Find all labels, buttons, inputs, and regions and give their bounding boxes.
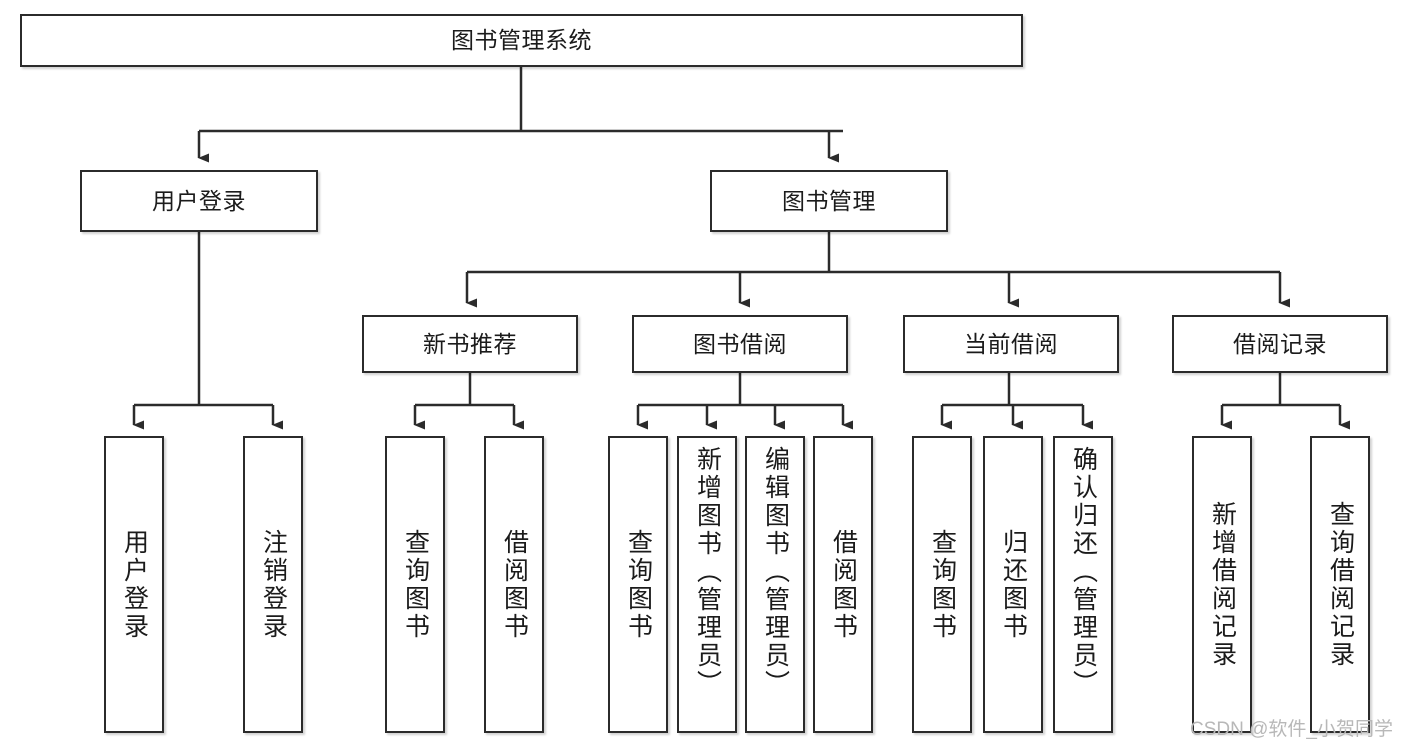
node-leaf-query-book-3-label: 查询图书 xyxy=(928,528,957,641)
node-leaf-query-book-2-label: 查询图书 xyxy=(624,528,653,641)
node-leaf-add-book-label: 新增图书（管理员） xyxy=(693,446,722,698)
node-leaf-add-record[interactable]: 新增借阅记录 xyxy=(1192,436,1252,733)
node-leaf-confirm-return[interactable]: 确认归还（管理员） xyxy=(1053,436,1113,733)
node-leaf-logout[interactable]: 注销登录 xyxy=(243,436,303,733)
node-borrow-record[interactable]: 借阅记录 xyxy=(1172,315,1388,373)
node-leaf-user-login[interactable]: 用户登录 xyxy=(104,436,164,733)
node-leaf-user-login-label: 用户登录 xyxy=(120,528,149,641)
node-leaf-query-book-2[interactable]: 查询图书 xyxy=(608,436,668,733)
node-leaf-edit-book[interactable]: 编辑图书（管理员） xyxy=(745,436,805,733)
node-leaf-borrow-book-1[interactable]: 借阅图书 xyxy=(484,436,544,733)
node-current-borrow-label: 当前借阅 xyxy=(964,330,1058,357)
node-borrow-record-label: 借阅记录 xyxy=(1233,330,1327,357)
node-leaf-borrow-book-2[interactable]: 借阅图书 xyxy=(813,436,873,733)
watermark: CSDN @软件_小贺同学 xyxy=(1190,719,1393,740)
node-book-management-label: 图书管理 xyxy=(782,187,876,214)
node-book-management[interactable]: 图书管理 xyxy=(710,170,948,232)
node-leaf-return-book-label: 归还图书 xyxy=(999,528,1028,641)
node-leaf-query-record-label: 查询借阅记录 xyxy=(1326,500,1355,669)
node-current-borrow[interactable]: 当前借阅 xyxy=(903,315,1119,373)
node-new-book-recommend-label: 新书推荐 xyxy=(423,330,517,357)
node-leaf-confirm-return-label: 确认归还（管理员） xyxy=(1069,446,1098,698)
node-leaf-borrow-book-1-label: 借阅图书 xyxy=(500,528,529,641)
node-leaf-query-book-1-label: 查询图书 xyxy=(401,528,430,641)
node-root[interactable]: 图书管理系统 xyxy=(20,14,1023,67)
node-leaf-query-book-1[interactable]: 查询图书 xyxy=(385,436,445,733)
node-leaf-add-book[interactable]: 新增图书（管理员） xyxy=(677,436,737,733)
node-leaf-query-record[interactable]: 查询借阅记录 xyxy=(1310,436,1370,733)
node-leaf-edit-book-label: 编辑图书（管理员） xyxy=(761,446,790,698)
node-root-label: 图书管理系统 xyxy=(451,27,592,54)
node-leaf-query-book-3[interactable]: 查询图书 xyxy=(912,436,972,733)
node-leaf-borrow-book-2-label: 借阅图书 xyxy=(829,528,858,641)
node-leaf-add-record-label: 新增借阅记录 xyxy=(1208,500,1237,669)
node-leaf-logout-label: 注销登录 xyxy=(259,528,288,641)
node-user-login[interactable]: 用户登录 xyxy=(80,170,318,232)
node-book-borrow-label: 图书借阅 xyxy=(693,330,787,357)
node-leaf-return-book[interactable]: 归还图书 xyxy=(983,436,1043,733)
node-new-book-recommend[interactable]: 新书推荐 xyxy=(362,315,578,373)
node-book-borrow[interactable]: 图书借阅 xyxy=(632,315,848,373)
node-user-login-label: 用户登录 xyxy=(152,187,246,214)
